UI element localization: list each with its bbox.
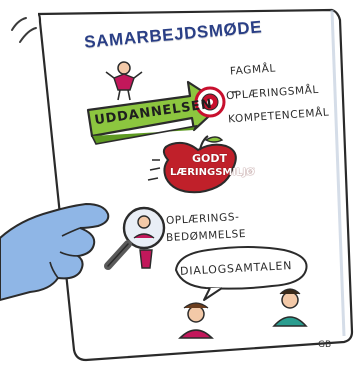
artist-signature: GB — [318, 340, 332, 350]
person-figure — [105, 61, 143, 101]
person-figure-2 — [139, 249, 153, 269]
speech-bubble — [174, 246, 308, 301]
magnifier-icon — [104, 206, 166, 270]
apple-line-1: GODT — [192, 152, 228, 165]
motion-lines — [11, 17, 37, 43]
apple-icon — [147, 135, 237, 194]
apple-line-2: LÆRINGSMILJØ — [170, 167, 255, 178]
hand-icon — [0, 202, 110, 302]
target-icon — [194, 86, 226, 118]
people-figures — [178, 288, 308, 339]
